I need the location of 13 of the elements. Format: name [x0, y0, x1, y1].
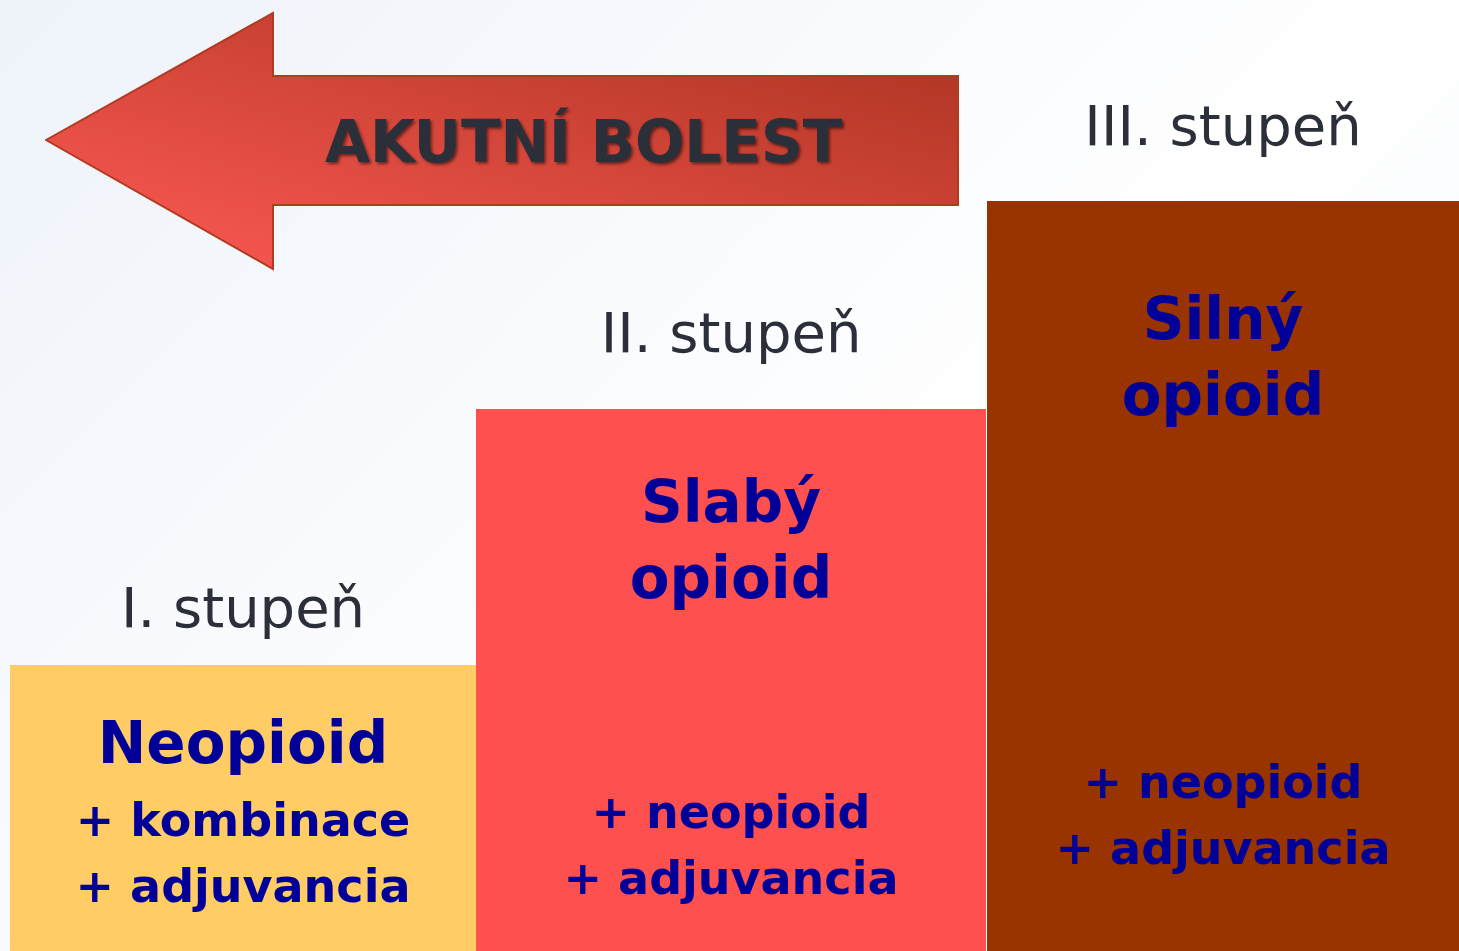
drug-class-text: Neopioid: [96, 708, 390, 779]
step-heading: III. stupeň: [1083, 93, 1363, 158]
add-on-text: + kombinace: [75, 792, 411, 849]
add-on-text: + adjuvancia: [563, 850, 899, 907]
step-heading: I. stupeň: [119, 575, 367, 640]
add-on-text: + adjuvancia: [1055, 820, 1391, 877]
add-on-text: + neopioid: [590, 784, 872, 841]
drug-class-text: Silný opioid: [1120, 284, 1326, 431]
arrow-label: AKUTNÍ BOLEST: [325, 108, 843, 176]
add-on-text: + neopioid: [1082, 754, 1364, 811]
add-on-text: + adjuvancia: [75, 858, 411, 915]
drug-class-text: Slabý opioid: [628, 467, 834, 614]
step-heading: II. stupeň: [599, 300, 863, 365]
